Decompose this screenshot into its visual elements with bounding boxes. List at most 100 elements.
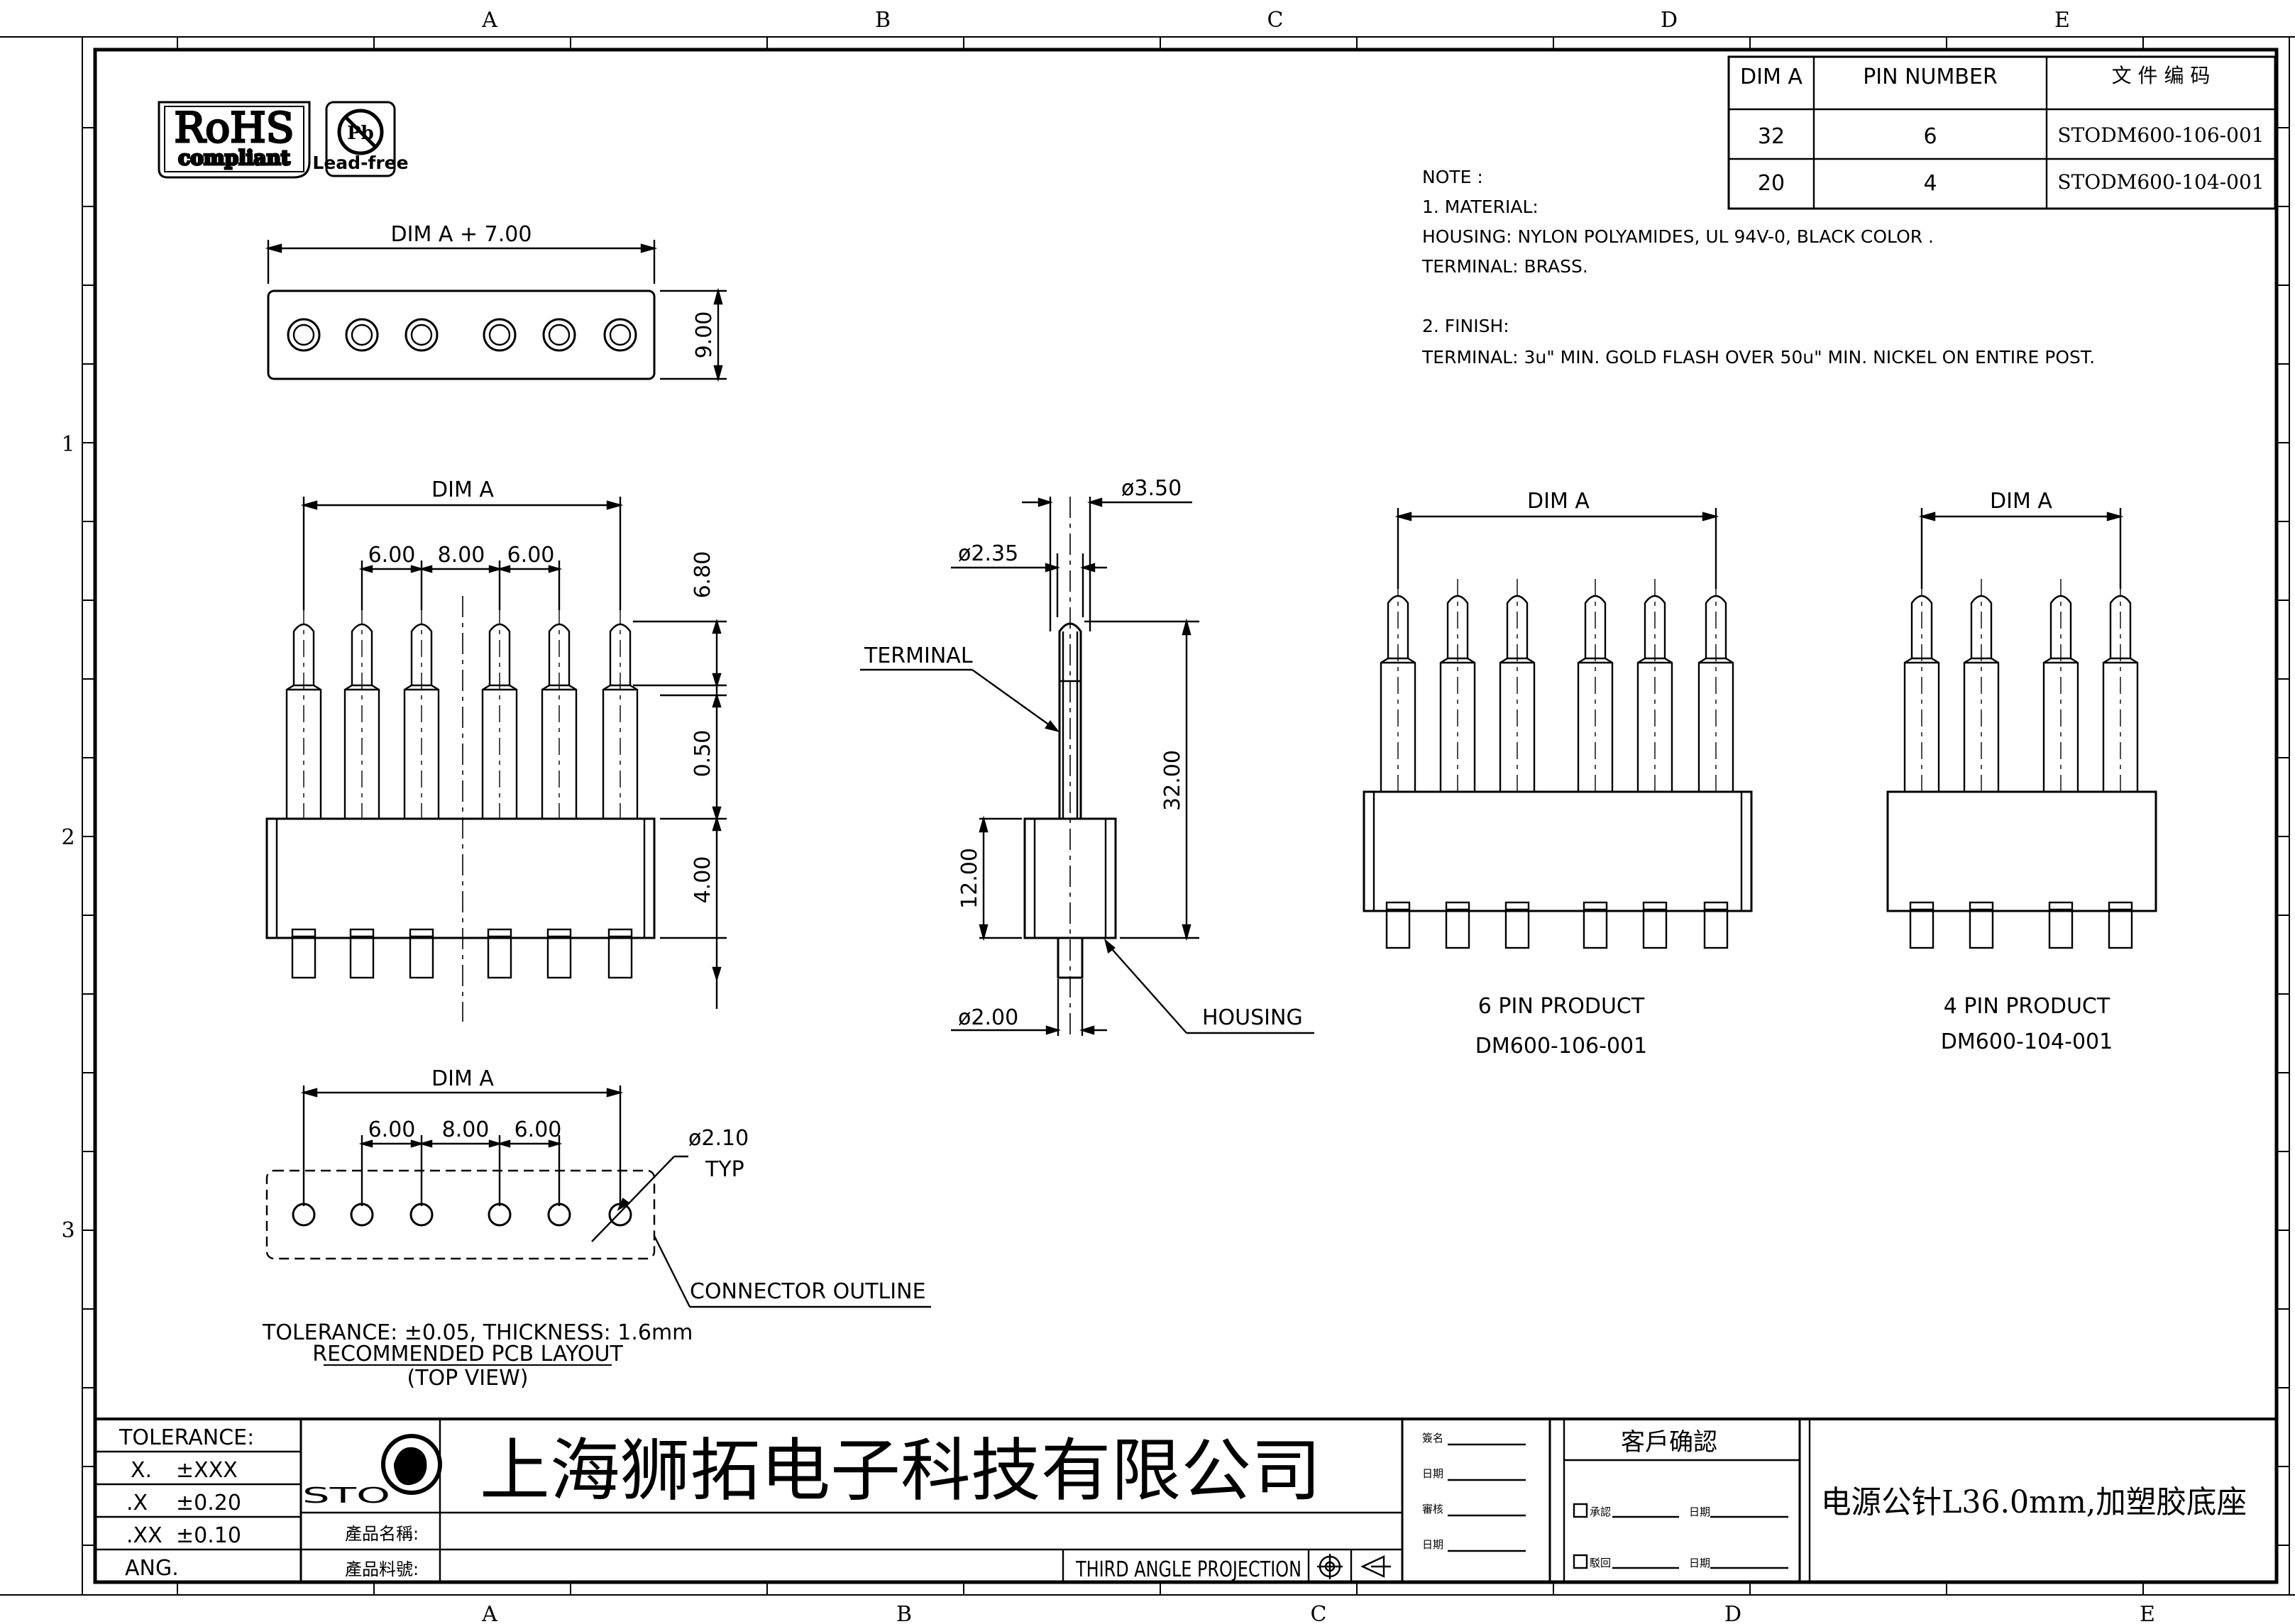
pcb-hole-5	[547, 1203, 571, 1227]
sign-label-signature: 簽名	[1422, 1432, 1443, 1445]
note-finish: 2. FINISH:	[1422, 316, 1509, 336]
company-name: 上海狮拓电子科技有限公司	[480, 1431, 1321, 1510]
tolerance-x1-value: ±0.20	[176, 1491, 241, 1515]
tolerance-angle-label: ANG.	[125, 1556, 179, 1581]
pb-icon	[337, 109, 384, 155]
tolerance-x2-value: ±0.10	[176, 1523, 241, 1548]
product6-pin-1	[1380, 579, 1416, 949]
row-label-1: 1	[61, 432, 75, 457]
side-view-height-12: 12.00	[957, 848, 982, 909]
spec-header-dim-a: DIM A	[1740, 65, 1803, 89]
top-view-pin-hole-4	[483, 318, 517, 352]
front-view-pitch-2: 8.00	[438, 543, 485, 568]
col-label-e-top: E	[2054, 8, 2070, 33]
approve-label: 承認	[1590, 1506, 1611, 1518]
projection-cone-icon	[1360, 1555, 1391, 1578]
side-view-terminal-label: TERMINAL	[864, 643, 973, 668]
side-view-height-32: 32.00	[1160, 750, 1185, 811]
sign-label-date-2: 日期	[1422, 1538, 1443, 1551]
tolerance-title: TOLERANCE:	[119, 1425, 254, 1450]
spec-cell-pins-1: 6	[1923, 124, 1937, 149]
side-view-d350: ø3.50	[1121, 476, 1182, 501]
product4-pin-4	[2102, 579, 2139, 949]
pcb-pitch-3: 6.00	[514, 1117, 562, 1142]
approve-checkbox[interactable]	[1573, 1503, 1588, 1518]
tolerance-x-value: ±XXX	[176, 1458, 238, 1483]
top-view-width-label: DIM A + 7.00	[391, 222, 532, 247]
top-view: DIM A + 7.00 9.00	[265, 222, 727, 382]
pcb-hole-3	[409, 1203, 434, 1227]
pcb-pitch-1: 6.00	[368, 1117, 416, 1142]
pcb-hole-diameter: ø2.10	[688, 1126, 749, 1151]
top-view-pin-hole-2	[345, 318, 379, 352]
reject-checkbox[interactable]	[1573, 1554, 1588, 1569]
sign-label-review: 審核	[1422, 1503, 1443, 1515]
title-block: TOLERANCE: X. ±XXX .X ±0.20 .XX ±0.10 AN…	[95, 1418, 2277, 1582]
front-view-height-050: 0.50	[690, 730, 715, 778]
product4-pin-2	[1963, 579, 2000, 949]
reject-label: 駁回	[1590, 1557, 1611, 1569]
product4-pin-3	[2042, 579, 2079, 949]
front-pin-3	[403, 607, 440, 979]
pcb-layout-subtitle: (TOP VIEW)	[407, 1366, 529, 1391]
note-material: 1. MATERIAL:	[1422, 197, 1539, 217]
spec-table: DIM A PIN NUMBER 文 件 编 码 32 6 STODM600-1…	[1727, 55, 2277, 210]
product6-pin-4	[1577, 579, 1614, 949]
front-view-pitch-1: 6.00	[368, 543, 416, 568]
customer-confirm-title: 客戶确認	[1621, 1428, 1717, 1457]
lead-free-badge: Pb Lead-free	[312, 101, 409, 177]
approve-date-label: 日期	[1689, 1506, 1710, 1518]
col-label-e-bottom: E	[2140, 1602, 2155, 1624]
product-6-title: 6 PIN PRODUCT	[1478, 994, 1645, 1019]
grid-labels: A B C D E A B C D E 1 2 3	[61, 8, 2155, 1624]
product-6-dim-a: DIM A	[1527, 489, 1590, 514]
top-view-pin-hole-3	[404, 318, 439, 352]
spec-header-file-code: 文 件 编 码	[2112, 64, 2211, 87]
rohs-text: RoHS	[175, 104, 295, 152]
front-view-height-400: 4.00	[690, 856, 715, 904]
sign-label-date-1: 日期	[1422, 1467, 1443, 1480]
spec-cell-dim-a-1: 32	[1758, 124, 1785, 149]
product-4-part: DM600-104-001	[1941, 1029, 2113, 1054]
note-terminal: TERMINAL: BRASS.	[1421, 256, 1588, 277]
tolerance-x-label: X.	[131, 1458, 152, 1483]
top-view-pin-hole-1	[287, 318, 321, 352]
col-label-a-top: A	[481, 8, 497, 33]
note-heading: NOTE :	[1422, 167, 1483, 187]
col-label-c-top: C	[1267, 8, 1284, 33]
row-label-3: 3	[61, 1218, 75, 1243]
col-label-a-bottom: A	[481, 1602, 497, 1624]
spec-header-pin-number: PIN NUMBER	[1863, 65, 1998, 89]
part-number-label: 產品料號:	[345, 1559, 419, 1579]
notes: NOTE : 1. MATERIAL: HOUSING: NYLON POLYA…	[1421, 167, 2095, 368]
col-label-b-bottom: B	[896, 1602, 912, 1624]
product4-pin-1	[1903, 579, 1940, 949]
product-4-pin: DIM A 4 PIN PRODUCT DM600-104-001	[1886, 489, 2157, 1054]
pcb-connector-outline-label: CONNECTOR OUTLINE	[690, 1279, 926, 1304]
company-logo-text: STO	[302, 1484, 390, 1508]
front-view-dim-a: DIM A	[431, 477, 494, 502]
product6-pin-2	[1439, 579, 1476, 949]
product-4-dim-a: DIM A	[1990, 489, 2052, 514]
col-label-c-bottom: C	[1311, 1602, 1327, 1624]
spec-cell-code-2: STODM600-104-001	[2057, 170, 2264, 194]
projection-label: THIRD ANGLE PROJECTION	[1075, 1557, 1301, 1582]
side-view-d200: ø2.00	[958, 1005, 1018, 1030]
product-description: 电源公针L36.0mm,加塑胶底座	[1821, 1484, 2247, 1520]
front-view: DIM A 6.00 8.00 6.00 6.80 0.50 4.00	[265, 477, 727, 1022]
pcb-tolerance-text: TOLERANCE: ±0.05, THICKNESS: 1.6mm	[262, 1320, 693, 1345]
top-view-pin-hole-6	[603, 318, 637, 352]
drawing-frame	[0, 36, 2295, 1596]
product6-pin-5	[1636, 579, 1673, 949]
spec-cell-dim-a-2: 20	[1758, 171, 1785, 196]
side-view-housing-label: HOUSING	[1202, 1005, 1303, 1030]
product6-pin-3	[1499, 579, 1536, 949]
pcb-hole-4	[488, 1203, 512, 1227]
note-terminal-finish: TERMINAL: 3u" MIN. GOLD FLASH OVER 50u" …	[1421, 347, 2095, 368]
top-view-pin-hole-5	[542, 318, 576, 352]
reject-date-label: 日期	[1689, 1557, 1710, 1569]
product-4-title: 4 PIN PRODUCT	[1944, 994, 2110, 1019]
tolerance-x2-label: .XX	[126, 1523, 163, 1548]
front-pin-4	[481, 607, 518, 979]
